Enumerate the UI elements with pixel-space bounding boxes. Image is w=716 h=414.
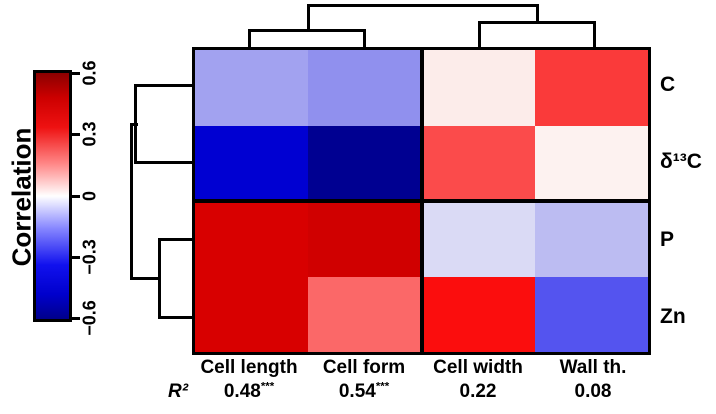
dendrogram-segment [130, 123, 138, 126]
colorbar-tick-mark [70, 256, 80, 259]
significance-stars: *** [260, 380, 275, 393]
column-label: Wall th. [559, 357, 627, 378]
row-cluster-separator [192, 199, 651, 203]
dendrogram-segment [248, 29, 251, 49]
colorbar-tick-mark [70, 317, 80, 320]
colorbar-gradient [33, 70, 72, 322]
heatmap-cell [421, 50, 535, 126]
heatmap-cell [195, 276, 309, 352]
r-squared-number: 0.08 [574, 381, 612, 402]
heatmap-cell [308, 50, 422, 126]
dendrogram-segment [307, 4, 538, 7]
r-squared-value: 0.08 [575, 381, 612, 403]
dendrogram-segment [130, 123, 133, 280]
colorbar-tick-label: −0.3 [79, 239, 100, 275]
dendrogram-segment [158, 238, 194, 241]
r-squared-value: 0.48*** [224, 381, 274, 403]
dendrogram-segment [130, 277, 161, 280]
dendrogram-segment [134, 84, 194, 87]
dendrogram-segment [478, 21, 596, 24]
heatmap-cell [308, 201, 422, 277]
heatmap-cell [195, 125, 309, 201]
column-label: Cell length [200, 357, 298, 378]
colorbar-tick-label: −0.6 [79, 300, 100, 336]
heatmap-cell [421, 276, 535, 352]
dendrogram-segment [134, 161, 194, 164]
heatmap-cell [421, 125, 535, 201]
dendrogram-segment [307, 4, 310, 32]
heatmap-cell [534, 276, 648, 352]
r-squared-value: 0.22 [460, 381, 497, 403]
colorbar-tick-label: 0 [79, 190, 100, 202]
column-label: Cell form [322, 357, 406, 378]
r-squared-number: 0.48 [223, 381, 261, 402]
r-squared-label: R² [167, 381, 189, 402]
colorbar-tick-mark [70, 133, 80, 136]
dendrogram-segment [158, 238, 161, 319]
heatmap-cell [195, 201, 309, 277]
heatmap-cell [421, 201, 535, 277]
colorbar-tick-label: 0.3 [79, 121, 100, 147]
column-label: Cell width [433, 357, 523, 378]
heatmap-grid [192, 47, 651, 355]
r-squared-number: 0.22 [459, 381, 497, 402]
heatmap-cell [308, 276, 422, 352]
significance-stars: *** [375, 380, 390, 393]
heatmap-cell [308, 125, 422, 201]
dendrogram-segment [478, 21, 481, 49]
dendrogram-segment [536, 4, 539, 24]
row-label: P [660, 228, 675, 251]
heatmap-cell [534, 125, 648, 201]
heatmap-cell [195, 50, 309, 126]
heatmap-cell [534, 50, 648, 126]
colorbar-tick-mark [70, 195, 80, 198]
colorbar-tick-label: 0.6 [79, 60, 100, 86]
dendrogram-segment [158, 316, 194, 319]
r-squared-value: 0.54*** [339, 381, 389, 403]
row-label: C [660, 73, 676, 96]
row-label: δ¹³C [660, 150, 702, 173]
colorbar-tick-mark [70, 72, 80, 75]
dendrogram-segment [363, 29, 366, 49]
row-label: Zn [660, 305, 686, 328]
heatmap-cell [534, 201, 648, 277]
r-squared-number: 0.54 [338, 381, 376, 402]
dendrogram-segment [248, 29, 366, 32]
dendrogram-segment [593, 21, 596, 49]
